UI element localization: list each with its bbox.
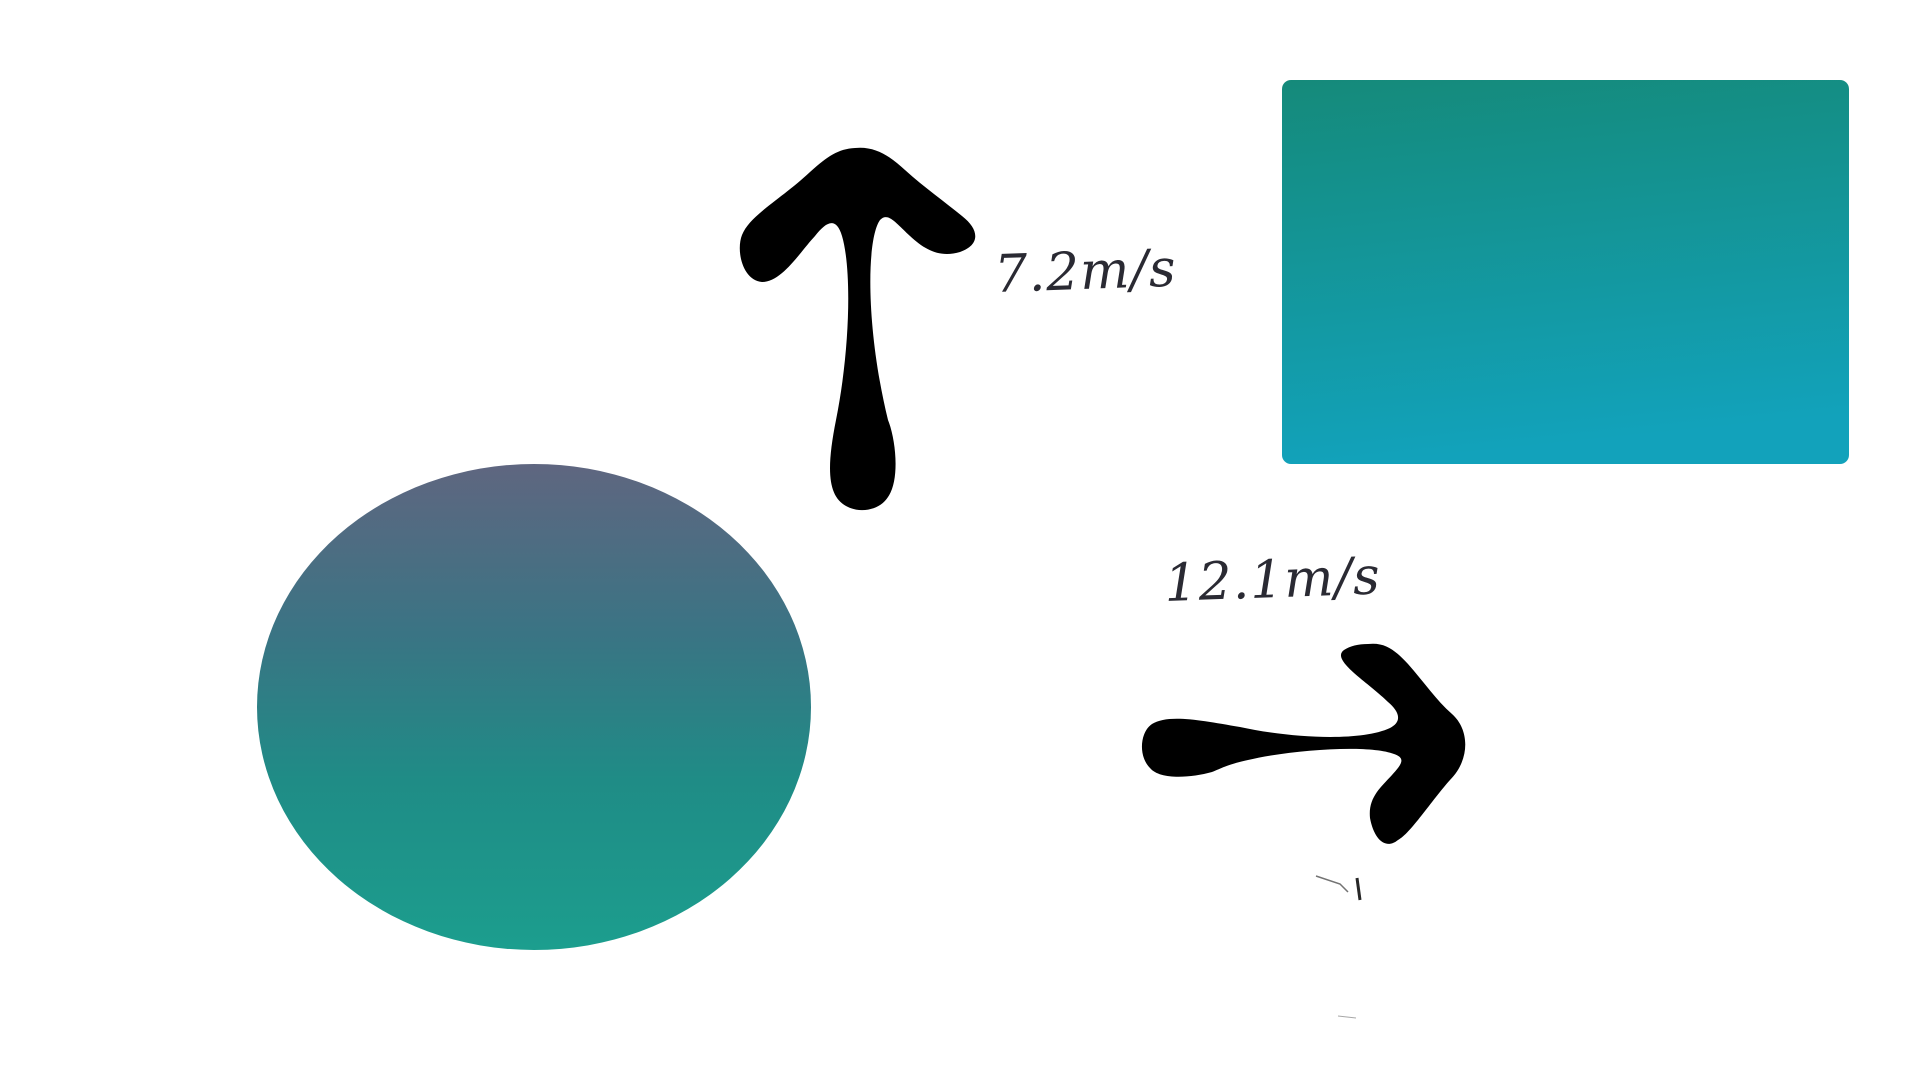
right-arrow-icon: [1141, 643, 1466, 844]
ink-smudge-marks: [1315, 875, 1362, 1019]
rectangle-object: [1282, 80, 1849, 464]
up-arrow-icon: [739, 147, 976, 511]
ellipse-object: [257, 464, 811, 950]
velocity-label-right: 12.1m/s: [1163, 546, 1381, 614]
velocity-label-up: 7.2m/s: [993, 239, 1177, 305]
